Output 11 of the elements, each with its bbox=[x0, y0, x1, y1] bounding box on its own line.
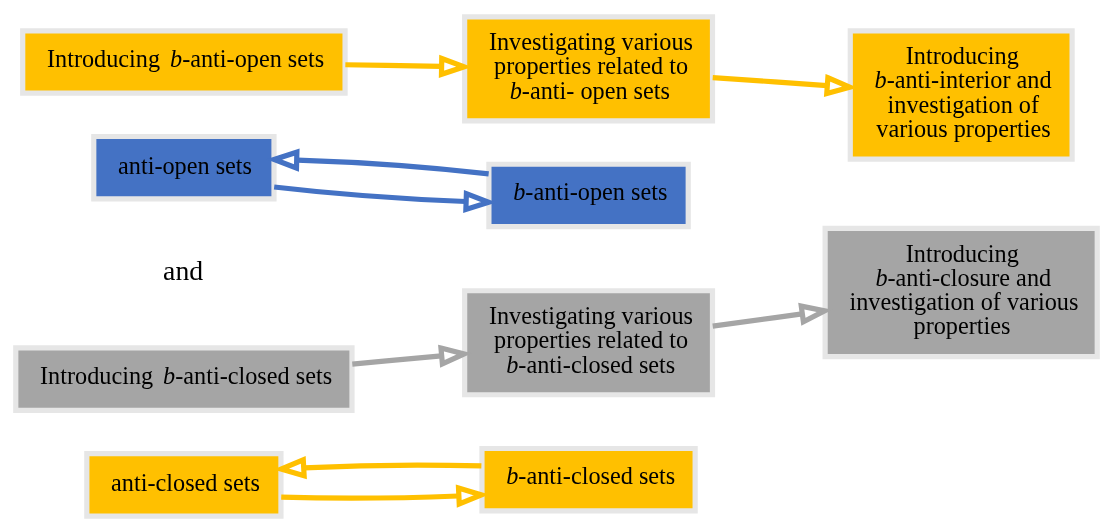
node-box: Investigating various properties related to b-anti- open sets bbox=[462, 13, 716, 123]
label: and bbox=[163, 254, 204, 286]
node-box: anti-open sets bbox=[91, 133, 277, 201]
node-box: Investigating various properties related to b-anti-closed sets bbox=[462, 287, 716, 397]
node-box: b-anti-open sets bbox=[486, 161, 691, 229]
node-box: anti-closed sets bbox=[84, 450, 284, 519]
node-box: Introducing b-anti-open sets bbox=[20, 27, 348, 96]
node-box: Introducing b-anti-closed sets bbox=[13, 344, 355, 413]
node-box: Introducing b-anti-interior and investigation of various properties bbox=[847, 27, 1075, 162]
node-box: b-anti-closed sets bbox=[479, 445, 698, 513]
node-box: Introducing b-anti-closure and investigation of various properties bbox=[822, 225, 1100, 359]
